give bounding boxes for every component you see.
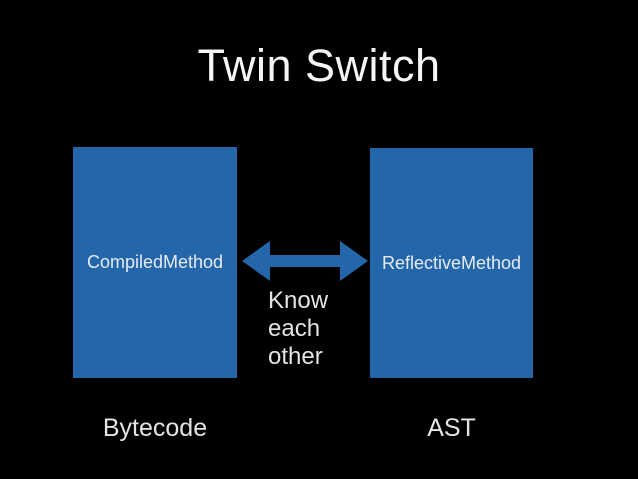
compiled-method-box: CompiledMethod: [73, 147, 237, 378]
arrow-caption: Know each other: [268, 287, 329, 370]
reflective-method-label: ReflectiveMethod: [381, 252, 522, 273]
reflective-method-box: ReflectiveMethod: [370, 148, 533, 378]
slide-title: Twin Switch: [197, 40, 441, 91]
compiled-method-label: CompiledMethod: [86, 252, 224, 272]
ast-label: AST: [427, 414, 476, 442]
bytecode-label: Bytecode: [102, 414, 208, 442]
double-arrow-icon: [242, 241, 368, 281]
